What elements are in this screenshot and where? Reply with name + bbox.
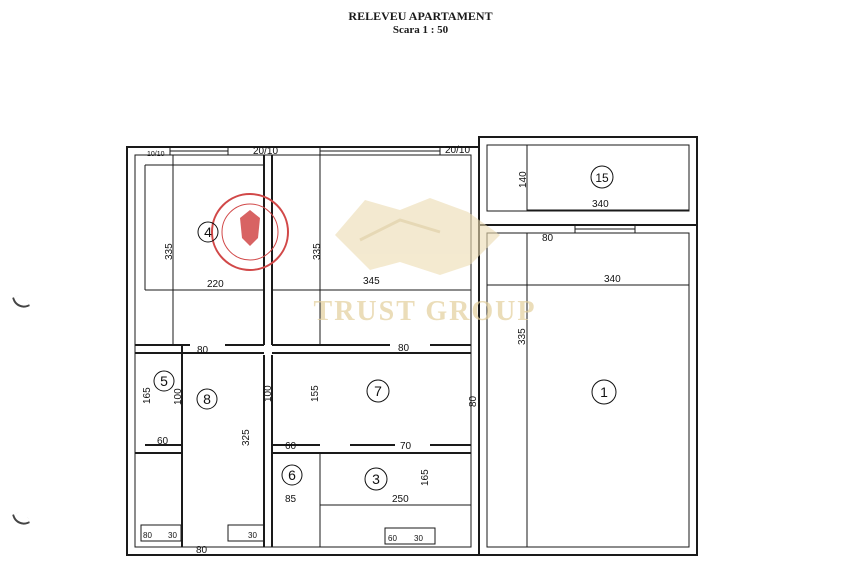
dim-label: 340 <box>604 274 621 285</box>
room-number-6: 6 <box>288 467 296 483</box>
dimension-labels: 10/10 20/10 20/10 140 340 80 335 335 345… <box>142 145 621 556</box>
dim-label: 80 <box>398 343 410 354</box>
dim-label: 30 <box>414 534 423 543</box>
plan-scale: Scara 1 : 50 <box>392 24 449 36</box>
dim-label: 60 <box>157 436 169 447</box>
dim-label: 60 <box>388 534 397 543</box>
room-number-5: 5 <box>160 373 168 389</box>
dim-label: 155 <box>310 385 321 402</box>
dim-label: 80 <box>197 345 209 356</box>
dim-label: 335 <box>517 328 528 345</box>
room-number-4: 4 <box>204 224 212 240</box>
dim-label: 60 <box>285 441 297 452</box>
watermark-text: TRUST GROUP <box>314 296 537 327</box>
dim-label: 70 <box>400 441 412 452</box>
eagle-crest-icon <box>240 210 260 246</box>
dim-label: 20/10 <box>445 145 470 156</box>
dim-label: 250 <box>392 494 409 505</box>
room-number-7: 7 <box>374 383 382 399</box>
dim-label: 100 <box>173 388 184 405</box>
outer-wall-right <box>478 224 698 556</box>
dim-label: 165 <box>420 469 431 486</box>
dim-label: 85 <box>285 494 297 505</box>
inner-wall-left <box>134 154 472 548</box>
dim-label: 140 <box>518 171 529 188</box>
balcony-outline <box>478 136 698 226</box>
dim-label: 20/10 <box>253 146 278 157</box>
dim-label: 335 <box>164 243 175 260</box>
watermark-handshake-icon <box>335 198 500 275</box>
dim-label: 30 <box>248 531 257 540</box>
inner-wall-right <box>486 232 690 548</box>
dim-label: 10/10 <box>147 151 165 158</box>
dim-label: 220 <box>207 279 224 290</box>
dim-label: 100 <box>263 385 274 402</box>
dim-label: 340 <box>592 199 609 210</box>
dim-label: 335 <box>312 243 323 260</box>
balcony-inner <box>486 144 690 212</box>
dim-label: 80 <box>196 545 208 556</box>
dim-label: 80 <box>468 395 479 407</box>
room-number-3: 3 <box>372 471 380 487</box>
official-stamp <box>211 193 289 271</box>
room-number-8: 8 <box>203 391 211 407</box>
dim-label: 165 <box>142 387 153 404</box>
dim-label: 345 <box>363 276 380 287</box>
room-number-15: 15 <box>595 171 609 185</box>
room-labels: 4 15 1 5 8 7 6 3 <box>153 165 617 491</box>
dim-label: 80 <box>143 531 152 540</box>
dim-label: 325 <box>241 429 252 446</box>
room-number-1: 1 <box>600 384 608 400</box>
dim-label: 30 <box>168 531 177 540</box>
plan-title: RELEVEU APARTAMENT <box>348 9 493 23</box>
dim-label: 80 <box>542 233 554 244</box>
